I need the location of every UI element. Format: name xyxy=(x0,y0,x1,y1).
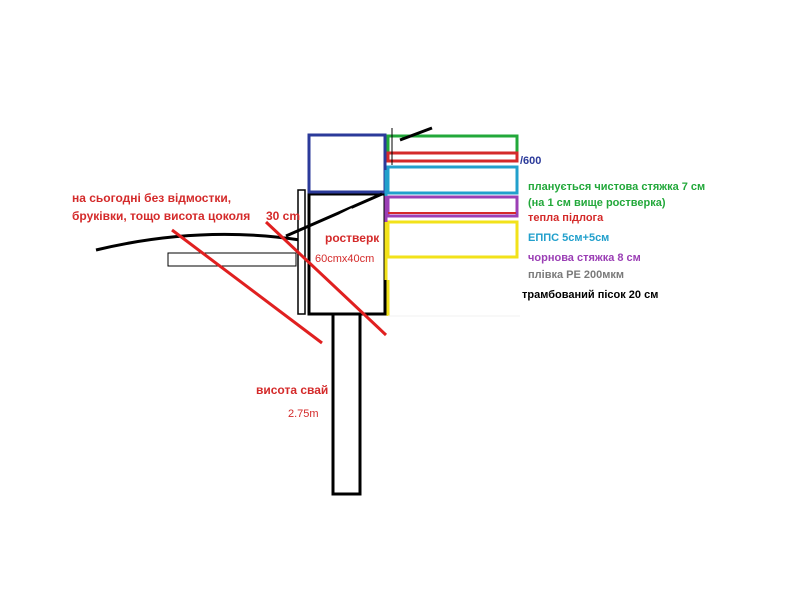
layer-label-1: (на 1 см вище ростверка) xyxy=(528,197,666,209)
arrow-mark xyxy=(399,126,433,142)
layer-label-3: ЕППС 5см+5см xyxy=(528,232,609,244)
no-blind-area-text-1: на сьогодні без відмостки, xyxy=(72,191,231,205)
pile-height-value: 2.75m xyxy=(288,408,319,420)
layer-label-2: тепла підлога xyxy=(528,212,604,224)
layer-label-5: плівка PE 200мкм xyxy=(528,269,624,281)
layer-epps xyxy=(386,165,519,195)
red-strike-2 xyxy=(264,220,388,337)
grillage-size-text: 60cmx40cm xyxy=(315,253,374,265)
layer-label-4: чорнова стяжка 8 см xyxy=(528,252,641,264)
plinth-height-text: 30 cm xyxy=(266,209,300,223)
ground-line xyxy=(95,232,301,252)
floor-layers xyxy=(384,134,520,317)
layer-label-0: планується чистова стяжка 7 см xyxy=(528,181,705,193)
blind-area-slab xyxy=(167,252,297,267)
no-blind-area-text-2: бруківки, тощо висота цоколя xyxy=(72,209,250,223)
layer-label-6: трамбований пісок 20 см xyxy=(522,289,658,301)
top-wall-box xyxy=(307,133,387,194)
layer-sand xyxy=(386,220,519,259)
plinth-height-arrow xyxy=(285,192,383,238)
layer-rough-screed xyxy=(386,195,519,218)
layer-heated-floor xyxy=(386,151,519,163)
plinth-height-arrow-white xyxy=(339,208,353,216)
pile-height-text: висота свай xyxy=(256,383,328,397)
red-strike-1 xyxy=(171,228,323,345)
pile xyxy=(331,312,362,496)
level-mark-text: /600 xyxy=(520,155,541,167)
grillage-text: ростверк xyxy=(325,231,380,245)
